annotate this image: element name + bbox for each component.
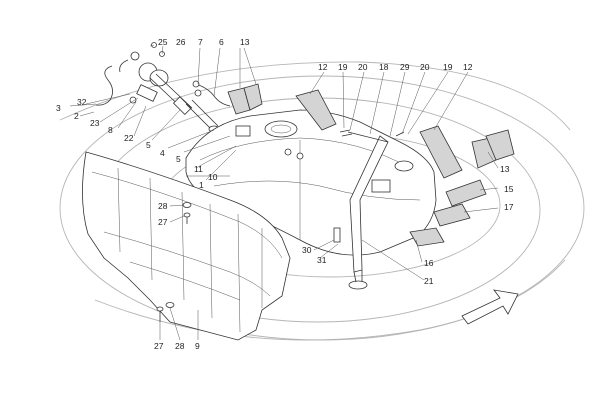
callout-7: 7: [198, 37, 203, 47]
callout-1: 1: [199, 180, 204, 190]
callout-32: 32: [77, 97, 87, 107]
callout-22: 22: [124, 133, 134, 143]
callout-5-upper: 5: [146, 140, 151, 150]
tank-straps: [295, 89, 515, 290]
callout-6: 6: [219, 37, 224, 47]
callout-4: 4: [160, 148, 165, 158]
callout-3: 3: [56, 103, 61, 113]
callout-28-lower: 28: [175, 341, 185, 351]
callout-15: 15: [504, 184, 514, 194]
callout-30: 30: [302, 245, 312, 255]
callout-12-left: 12: [318, 62, 328, 72]
callout-19-left: 19: [338, 62, 348, 72]
fuel-tank: [185, 109, 437, 256]
callout-labels: 25 26 7 6 13 3 32 2 23 8 22 5 4 5 11 10 …: [56, 37, 514, 351]
callout-25: 25: [158, 37, 168, 47]
callout-26: 26: [176, 37, 186, 47]
callout-13-right: 13: [500, 164, 510, 174]
callout-16: 16: [424, 258, 434, 268]
callout-13-top: 13: [240, 37, 250, 47]
callout-27-lower: 27: [154, 341, 164, 351]
callout-11: 11: [194, 164, 203, 174]
callout-20-right: 20: [420, 62, 430, 72]
callout-17: 17: [504, 202, 514, 212]
direction-arrow-icon: [461, 289, 519, 325]
callout-5-lower: 5: [176, 154, 181, 164]
callout-23: 23: [90, 118, 100, 128]
callout-10: 10: [208, 172, 218, 182]
callout-20-left: 20: [358, 62, 368, 72]
callout-9: 9: [195, 341, 200, 351]
callout-27-upper: 27: [158, 217, 168, 227]
callout-21: 21: [424, 276, 434, 286]
callout-28-upper: 28: [158, 201, 168, 211]
callout-18: 18: [379, 62, 389, 72]
heat-shield: [82, 151, 291, 341]
leader-lines: [69, 44, 499, 341]
callout-29: 29: [400, 62, 410, 72]
callout-8: 8: [108, 125, 113, 135]
callout-31: 31: [317, 255, 327, 265]
callout-2: 2: [74, 111, 79, 121]
strap-pads-upper: [227, 83, 263, 115]
callout-19-right: 19: [443, 62, 453, 72]
callout-12-right: 12: [463, 62, 473, 72]
